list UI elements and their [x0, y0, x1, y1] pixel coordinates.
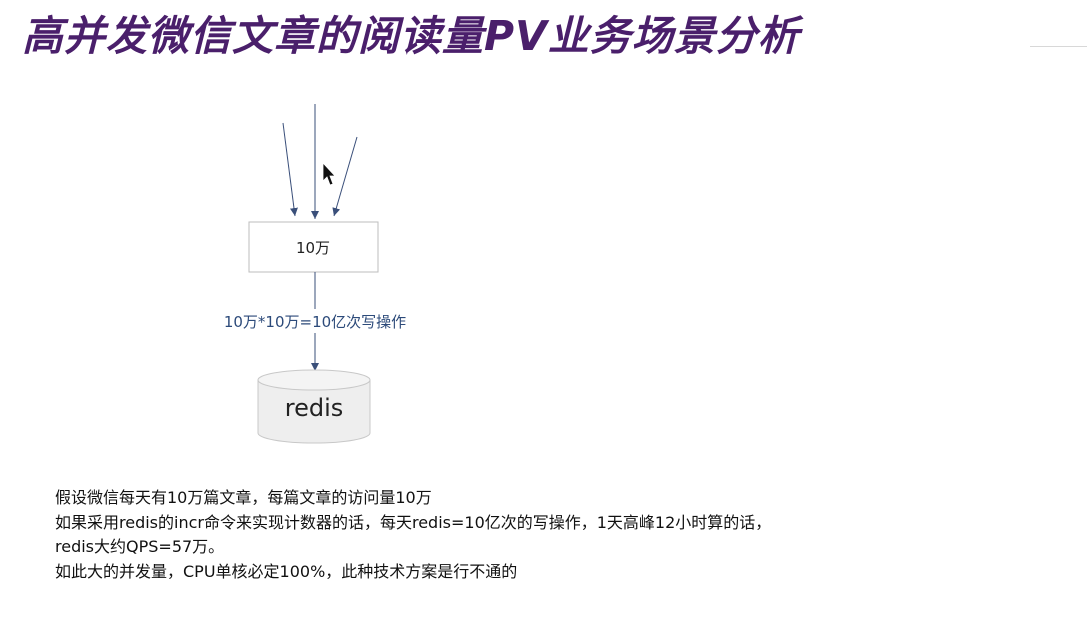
note-line: 假设微信每天有10万篇文章，每篇文章的访问量10万: [55, 488, 432, 507]
redis-database: [257, 369, 371, 444]
cursor-icon: [322, 161, 336, 186]
notes: 假设微信每天有10万篇文章，每篇文章的访问量10万 如果采用redis的incr…: [55, 486, 771, 584]
incoming-arrow-left: [282, 122, 298, 217]
divider: [1030, 46, 1087, 47]
slide-title: 高并发微信文章的阅读量PV业务场景分析: [22, 12, 800, 60]
articles-box-label: 10万: [296, 239, 330, 257]
edge-label: 10万*10万=10亿次写操作: [224, 313, 406, 331]
flow-diagram: 10万 10万*10万=10亿次写操作 redis: [204, 104, 426, 444]
note-line: 如果采用redis的incr命令来实现计数器的话，每天redis=10亿次的写操…: [55, 512, 772, 532]
redis-label: redis: [285, 394, 344, 422]
articles-box: [248, 221, 379, 273]
edge-label-bg: [204, 309, 426, 333]
note-line: redis大约QPS=57万。: [55, 537, 225, 556]
incoming-arrow-right: [332, 136, 358, 217]
note-line: 如此大的并发量，CPU单核必定100%，此种技术方案是行不通的: [55, 561, 518, 581]
